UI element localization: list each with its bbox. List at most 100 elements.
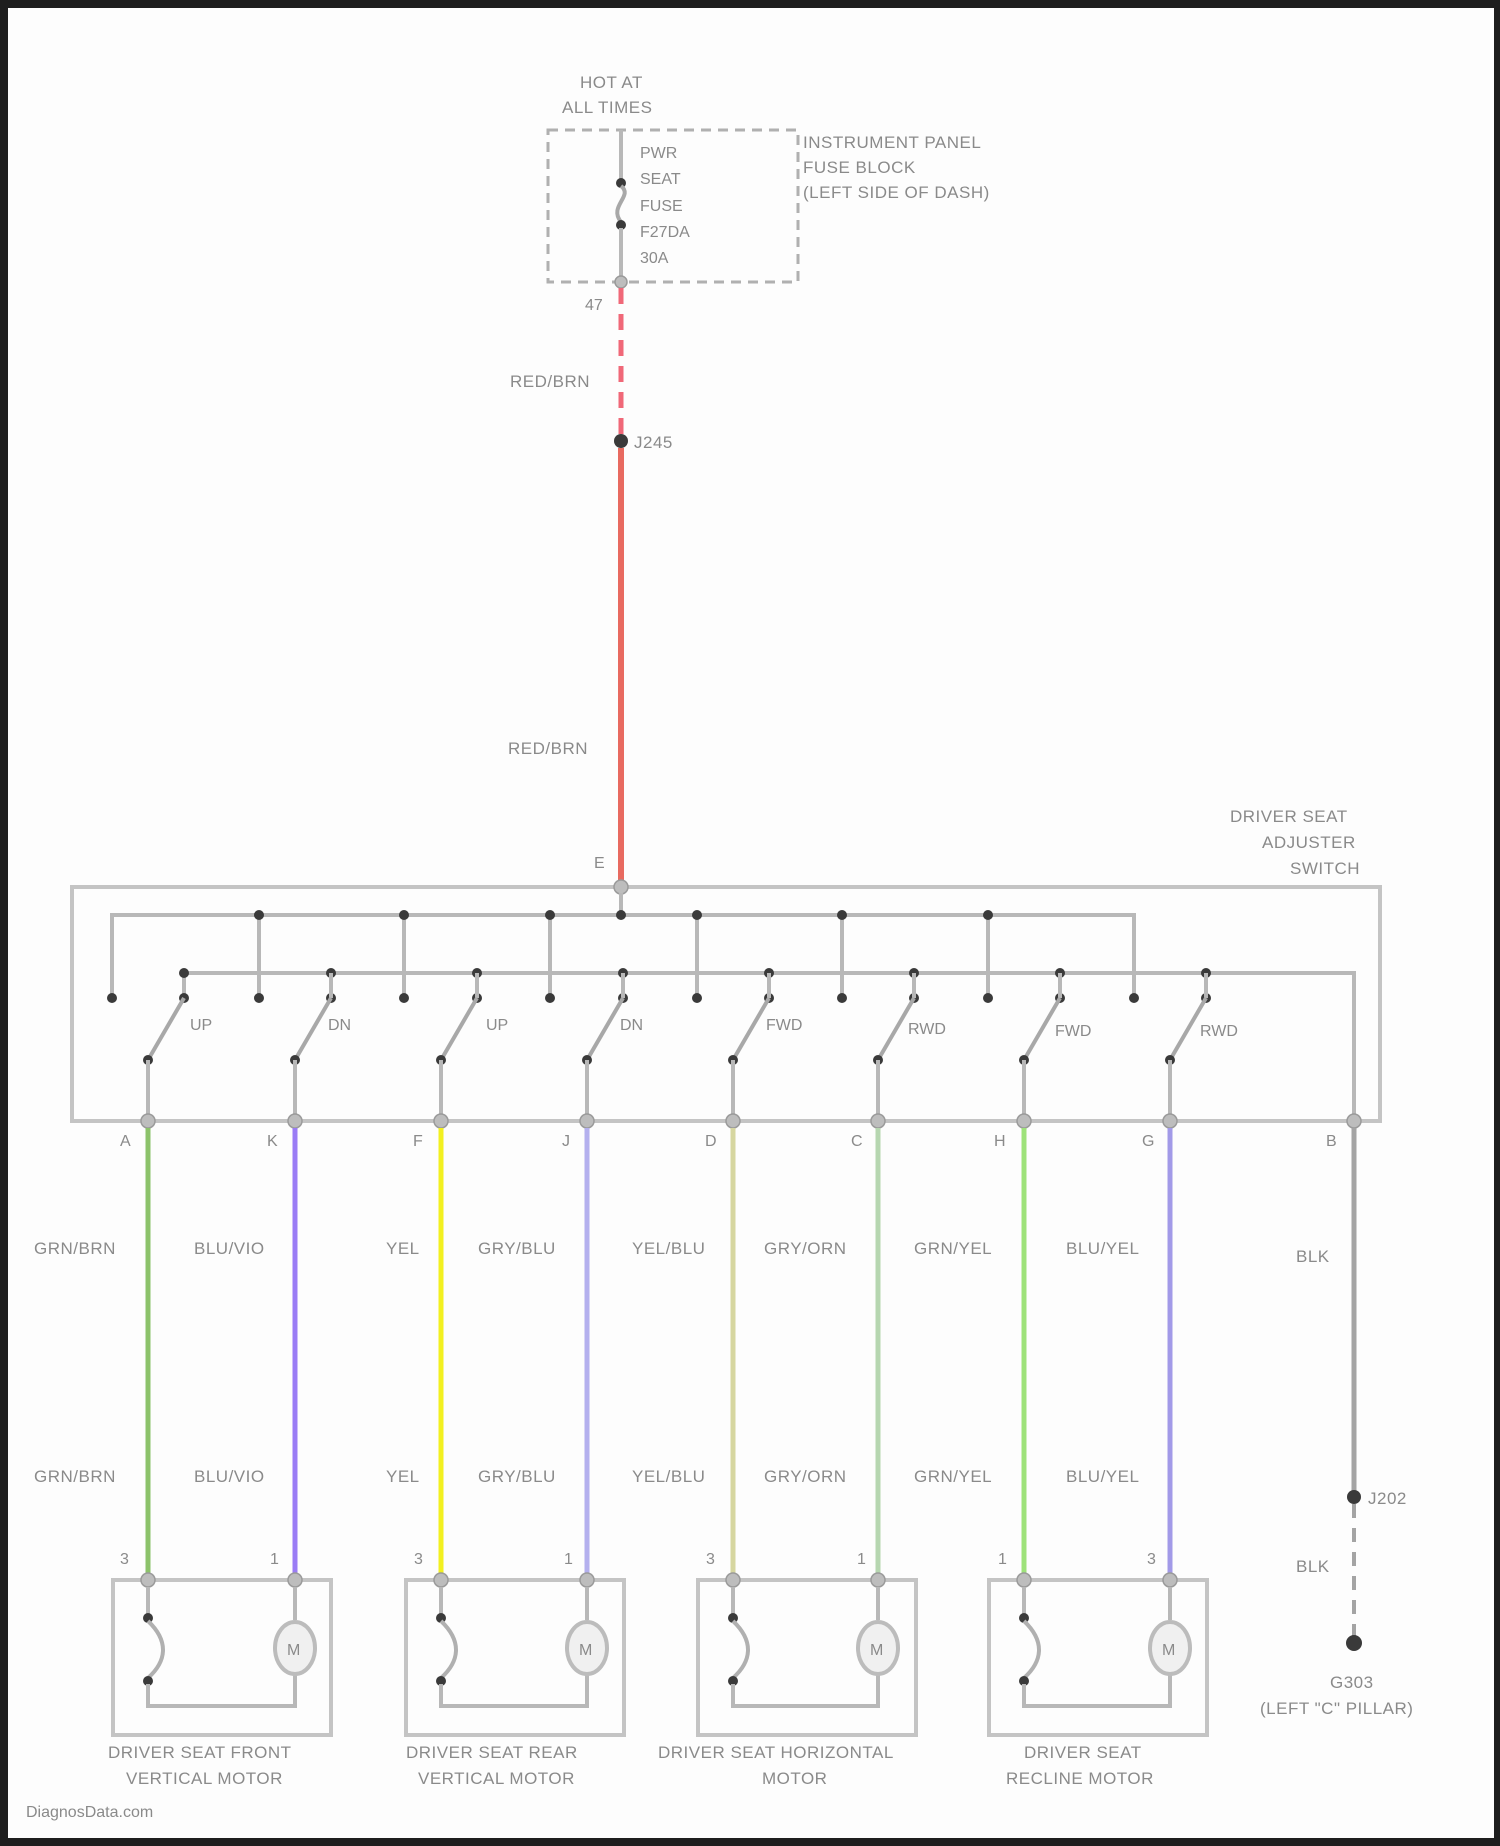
fuse-pin-label: 47 xyxy=(585,297,603,314)
svg-text:GRY/ORN: GRY/ORN xyxy=(764,1239,847,1258)
fuse-icon xyxy=(615,184,627,224)
switch-label-2: ADJUSTER xyxy=(1262,833,1356,852)
ground-point-icon xyxy=(1346,1635,1362,1651)
svg-text:J: J xyxy=(562,1133,570,1150)
svg-text:F: F xyxy=(413,1133,423,1150)
svg-text:M: M xyxy=(870,1642,883,1659)
svg-text:A: A xyxy=(120,1133,131,1150)
motor-recline: 1 3 M DRIVER SEAT RECLINE MOTOR xyxy=(987,1551,1209,1788)
switch-contact-up-2: UP xyxy=(436,968,508,1121)
circuit-breaker-icon xyxy=(731,1619,750,1680)
svg-text:YEL: YEL xyxy=(386,1239,420,1258)
hot-at-label-2: ALL TIMES xyxy=(562,98,652,117)
ground-circuit: BLK J202 BLK G303 (LEFT "C" PILLAR) xyxy=(1260,1128,1413,1718)
svg-text:K: K xyxy=(267,1133,278,1150)
svg-text:UP: UP xyxy=(190,1017,212,1034)
svg-text:BLK: BLK xyxy=(1296,1557,1330,1576)
power-taps xyxy=(107,910,1139,1003)
svg-text:3: 3 xyxy=(706,1551,715,1568)
switch-contact-fwd-1: FWD xyxy=(728,968,802,1121)
svg-text:GRN/BRN: GRN/BRN xyxy=(34,1467,116,1486)
svg-text:1: 1 xyxy=(564,1551,573,1568)
circuit-breaker-icon xyxy=(1022,1619,1041,1680)
svg-text:DN: DN xyxy=(620,1017,643,1034)
svg-text:YEL/BLU: YEL/BLU xyxy=(632,1467,705,1486)
svg-text:BLU/YEL: BLU/YEL xyxy=(1066,1467,1139,1486)
switch-label-3: SWITCH xyxy=(1290,859,1360,878)
svg-text:YEL/BLU: YEL/BLU xyxy=(632,1239,705,1258)
switch-label-1: DRIVER SEAT xyxy=(1230,807,1348,826)
fuse-terminal-top xyxy=(616,178,626,188)
motor-horizontal: 3 1 M DRIVER SEAT HORIZONTAL MOTOR xyxy=(658,1551,918,1788)
svg-text:VERTICAL MOTOR: VERTICAL MOTOR xyxy=(126,1769,283,1788)
fuse-terminal-bottom xyxy=(616,220,626,230)
svg-text:MOTOR: MOTOR xyxy=(762,1769,827,1788)
watermark: DiagnosData.com xyxy=(26,1804,154,1821)
svg-text:YEL: YEL xyxy=(386,1467,420,1486)
svg-text:DRIVER SEAT REAR: DRIVER SEAT REAR xyxy=(406,1743,578,1762)
svg-text:M: M xyxy=(287,1642,300,1659)
svg-text:GRY/BLU: GRY/BLU xyxy=(478,1467,556,1486)
driver-seat-adjuster-switch xyxy=(70,885,1382,1123)
svg-text:H: H xyxy=(994,1133,1006,1150)
svg-text:1: 1 xyxy=(857,1551,866,1568)
svg-text:RWD: RWD xyxy=(1200,1023,1238,1040)
svg-text:GRN/YEL: GRN/YEL xyxy=(914,1239,992,1258)
svg-text:GRN/BRN: GRN/BRN xyxy=(34,1239,116,1258)
svg-text:FWD: FWD xyxy=(1055,1023,1091,1040)
switch-pin-e xyxy=(613,879,629,895)
svg-text:VERTICAL MOTOR: VERTICAL MOTOR xyxy=(418,1769,575,1788)
svg-text:M: M xyxy=(1162,1642,1175,1659)
svg-text:3: 3 xyxy=(414,1551,423,1568)
svg-text:BLK: BLK xyxy=(1296,1247,1330,1266)
svg-text:1: 1 xyxy=(270,1551,279,1568)
svg-text:B: B xyxy=(1326,1133,1337,1150)
circuit-breaker-icon xyxy=(146,1619,165,1680)
svg-text:DN: DN xyxy=(328,1017,351,1034)
fuse-text-4: F27DA xyxy=(640,224,690,241)
feed-wire-label-upper: RED/BRN xyxy=(510,372,590,391)
motor-front-vertical: 3 1 M DRIVER SEAT FRONT VERTICAL MOTOR xyxy=(108,1551,333,1788)
svg-text:BLU/YEL: BLU/YEL xyxy=(1066,1239,1139,1258)
hot-at-label-1: HOT AT xyxy=(580,73,643,92)
svg-text:BLU/VIO: BLU/VIO xyxy=(194,1239,265,1258)
svg-text:GRY/ORN: GRY/ORN xyxy=(764,1467,847,1486)
splice-j202 xyxy=(1347,1490,1361,1504)
switch-contact-rwd-2: RWD xyxy=(1165,968,1238,1121)
feed-wire-label-lower: RED/BRN xyxy=(508,739,588,758)
switch-contact-dn-2: DN xyxy=(582,968,643,1121)
splice-j245-label: J245 xyxy=(634,433,673,452)
fuse-block-label-3: (LEFT SIDE OF DASH) xyxy=(803,183,990,202)
motor-rear-vertical: 3 1 M DRIVER SEAT REAR VERTICAL MOTOR xyxy=(404,1551,626,1788)
svg-text:1: 1 xyxy=(998,1551,1007,1568)
wire-labels-lower: GRN/BRN BLU/VIO YEL GRY/BLU YEL/BLU GRY/… xyxy=(34,1467,1139,1486)
switch-contact-fwd-2: FWD xyxy=(1019,968,1091,1121)
harness-wires xyxy=(145,1128,1173,1574)
fuse-text-1: PWR xyxy=(640,145,677,162)
svg-text:RECLINE MOTOR: RECLINE MOTOR xyxy=(1006,1769,1154,1788)
svg-text:DRIVER SEAT: DRIVER SEAT xyxy=(1024,1743,1142,1762)
svg-text:C: C xyxy=(851,1133,863,1150)
fuse-block-label-2: FUSE BLOCK xyxy=(803,158,916,177)
svg-text:FWD: FWD xyxy=(766,1017,802,1034)
fuse-block-label-1: INSTRUMENT PANEL xyxy=(803,133,981,152)
svg-text:M: M xyxy=(579,1642,592,1659)
fuse-text-5: 30A xyxy=(640,250,669,267)
svg-text:UP: UP xyxy=(486,1017,508,1034)
motor-icon xyxy=(1148,1620,1192,1676)
svg-text:(LEFT "C" PILLAR): (LEFT "C" PILLAR) xyxy=(1260,1699,1413,1718)
svg-text:BLU/VIO: BLU/VIO xyxy=(194,1467,265,1486)
svg-text:G303: G303 xyxy=(1330,1673,1374,1692)
switch-contact-dn-1: DN xyxy=(290,968,351,1121)
svg-text:D: D xyxy=(705,1133,717,1150)
fuse-text-2: SEAT xyxy=(640,171,681,188)
svg-text:J202: J202 xyxy=(1368,1489,1407,1508)
wire-labels-upper: GRN/BRN BLU/VIO YEL GRY/BLU YEL/BLU GRY/… xyxy=(34,1239,1139,1258)
svg-text:3: 3 xyxy=(1147,1551,1156,1568)
switch-contact-up-1: UP xyxy=(143,968,212,1121)
fuse-text-3: FUSE xyxy=(640,198,683,215)
motor-icon xyxy=(856,1620,900,1676)
svg-text:G: G xyxy=(1142,1133,1154,1150)
splice-j245 xyxy=(614,434,628,448)
